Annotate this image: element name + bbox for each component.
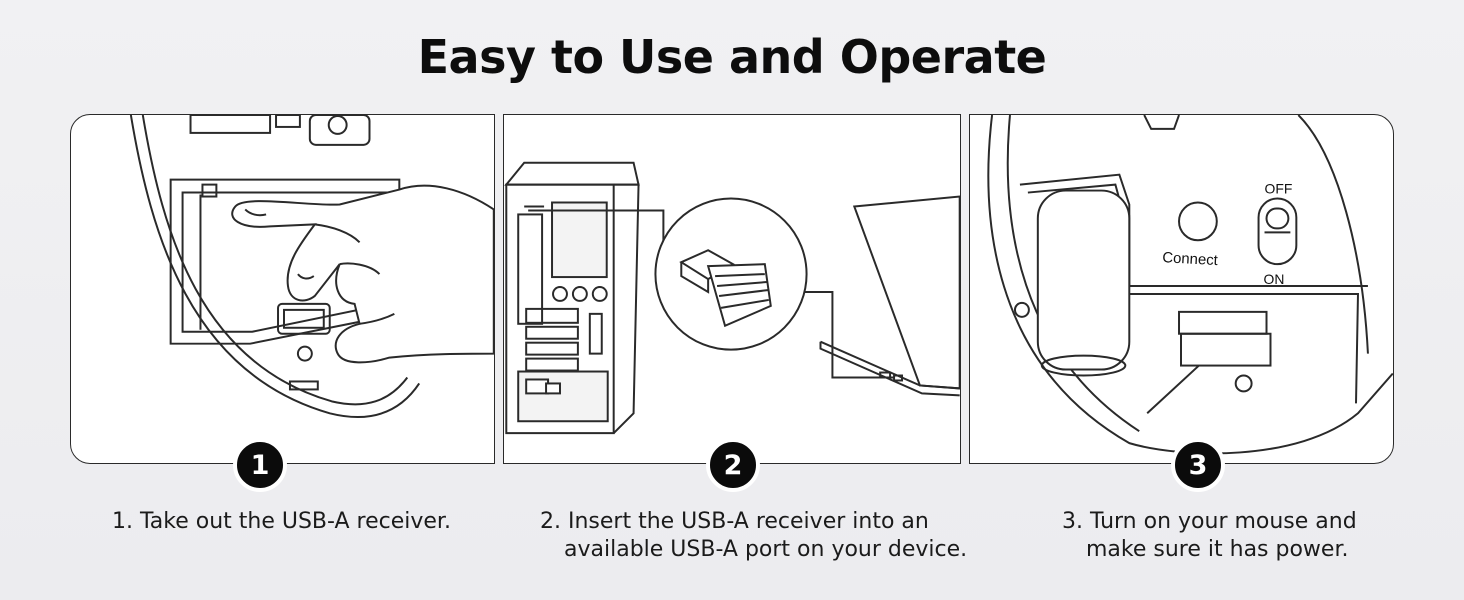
step-2-caption: 2. Insert the USB-A receiver into an ava… [540,508,967,564]
step-1-badge: 1 [233,438,287,492]
connect-label: Connect [1162,250,1219,269]
step-3-caption-line-1: 3. Turn on your mouse and [1062,509,1357,534]
step-3-badge: 3 [1171,438,1225,492]
switch-off-label: OFF [1265,181,1293,197]
step-2-illustration-panel [503,114,961,464]
step-1-caption-line-1: 1. Take out the USB-A receiver. [112,509,451,534]
switch-on-label: ON [1264,271,1285,287]
desktop-tower-illustration [504,161,640,435]
usb-connection-illustration [504,161,960,435]
hand-with-receiver-illustration [129,115,494,418]
step-2-badge: 2 [706,438,760,492]
step-3-illustration-panel: Connect OFF ON [969,114,1394,464]
step-1-illustration-panel [70,114,495,464]
laptop-illustration [819,195,960,397]
battery-icon [1036,189,1131,377]
step-3-caption-line-2: make sure it has power. [1086,537,1349,562]
step-1-caption: 1. Take out the USB-A receiver. [112,508,451,536]
power-switch-icon [1257,197,1298,266]
usb-receiver-icon [679,249,772,328]
step-2-caption-line-2: available USB-A port on your device. [564,537,968,562]
mouse-underside-illustration: Connect OFF ON [987,115,1393,455]
step-3-caption: 3. Turn on your mouse and make sure it h… [1062,508,1357,564]
step-2-caption-line-1: 2. Insert the USB-A receiver into an [540,509,929,534]
connect-button-icon [1178,201,1218,242]
page-title: Easy to Use and Operate [417,30,1047,84]
